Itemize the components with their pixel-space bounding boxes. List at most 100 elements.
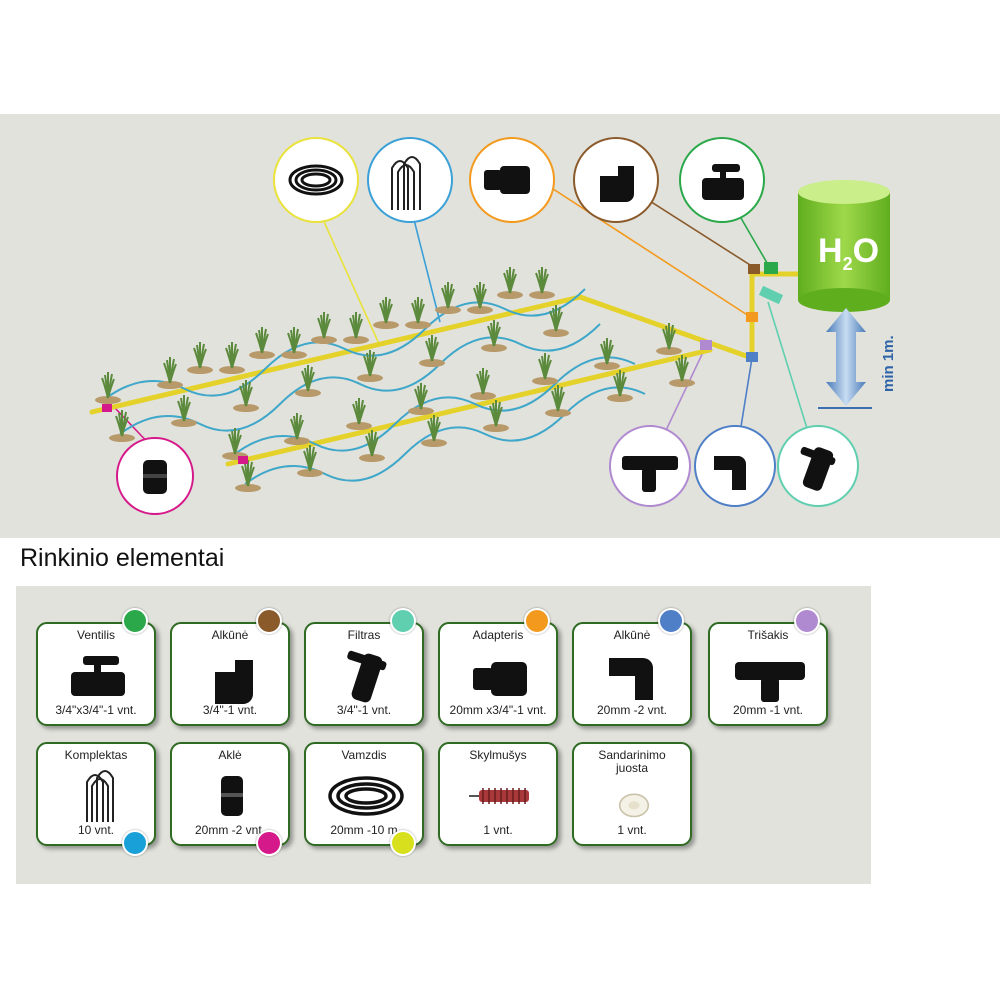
adapter-icon <box>484 166 530 194</box>
element-name: Trišakis <box>747 628 789 642</box>
element-name: Alkūnė <box>211 628 249 642</box>
plant <box>284 413 310 445</box>
element-card: Aklė 20mm -2 vnt. <box>170 742 290 846</box>
callout-elbow-compression <box>694 425 776 507</box>
color-marker-yellow <box>390 830 416 856</box>
callout-adapter <box>469 137 555 223</box>
adapter-icon <box>473 662 527 696</box>
callout-elbow-threaded <box>573 137 659 223</box>
element-card: Skylmušys 1 vnt. <box>438 742 558 846</box>
stake-set-icon <box>86 770 114 822</box>
plant <box>656 323 682 355</box>
element-card: Adapteris 20mm x3/4"-1 vnt. <box>438 622 558 726</box>
tank-label: H2O <box>818 232 879 274</box>
element-card: Sandarinimo juosta 1 vnt. <box>572 742 692 846</box>
end-cap-icon <box>143 460 167 494</box>
element-name: Skylmušys <box>469 748 527 762</box>
callout-hose <box>273 137 359 223</box>
plant <box>435 282 461 314</box>
color-marker-blue <box>658 608 684 634</box>
section-title: Rinkinio elementai <box>20 544 225 572</box>
plant <box>343 312 369 344</box>
valve-icon <box>71 656 125 696</box>
plant <box>532 353 558 385</box>
plant <box>470 368 496 400</box>
plant <box>219 342 245 374</box>
tee-icon <box>735 662 805 702</box>
element-name: Vamzdis <box>341 748 387 762</box>
elbow-compression-icon <box>714 456 746 490</box>
element-name: Aklė <box>218 748 242 762</box>
plant <box>669 355 695 387</box>
elbow-compression-icon <box>609 658 653 700</box>
element-name: Adapteris <box>472 628 524 642</box>
element-card: Filtras 3/4"-1 vnt. <box>304 622 424 726</box>
plant <box>297 445 323 477</box>
irrigation-diagram: H2O min 1m. <box>0 114 1000 538</box>
end-cap-icon <box>221 776 243 816</box>
plant <box>311 312 337 344</box>
hole-punch-icon <box>469 788 529 804</box>
element-quantity: 20mm -2 vnt. <box>596 703 668 717</box>
callout-tee <box>609 425 691 507</box>
plant <box>346 398 372 430</box>
plant <box>405 297 431 329</box>
callout-end-cap <box>116 437 194 515</box>
plant <box>109 410 135 442</box>
hose-coil-icon <box>328 776 404 816</box>
plant <box>545 385 571 417</box>
elbow-threaded-icon <box>215 660 253 704</box>
height-arrow: min 1m. <box>818 308 897 409</box>
tee-icon <box>622 456 678 492</box>
color-marker-cyan <box>122 830 148 856</box>
element-name: Ventilis <box>76 628 116 642</box>
plant <box>95 372 121 404</box>
color-marker-teal <box>390 608 416 634</box>
plant <box>249 327 275 359</box>
stake-set-icon <box>391 156 421 210</box>
plant <box>187 342 213 374</box>
element-quantity: 20mm x3/4"-1 vnt. <box>449 703 547 717</box>
plant <box>408 383 434 415</box>
plant <box>359 430 385 462</box>
plant <box>281 327 307 359</box>
color-marker-purple <box>794 608 820 634</box>
callout-stakes <box>367 137 453 223</box>
plant <box>373 297 399 329</box>
plant <box>171 395 197 427</box>
element-quantity: 20mm -10 m <box>330 823 398 837</box>
filter-icon <box>347 650 387 703</box>
element-name: Sandarinimo juosta <box>598 748 666 775</box>
plant <box>467 282 493 314</box>
element-card: Ventilis 3/4"x3/4"-1 vnt. <box>36 622 156 726</box>
plant <box>481 320 507 352</box>
plant <box>157 357 183 389</box>
element-quantity: 3/4"x3/4"-1 vnt. <box>55 703 137 717</box>
plant <box>419 335 445 367</box>
color-marker-orange <box>524 608 550 634</box>
callout-filter <box>777 425 859 507</box>
plant <box>529 267 555 299</box>
plant <box>594 338 620 370</box>
element-quantity: 1 vnt. <box>617 823 647 837</box>
element-name: Filtras <box>347 628 381 642</box>
filter-icon <box>800 446 836 491</box>
color-marker-magenta <box>256 830 282 856</box>
plant <box>421 415 447 447</box>
seal-tape-icon <box>618 793 650 818</box>
color-marker-brown <box>256 608 282 634</box>
element-quantity: 3/4"-1 vnt. <box>336 703 392 717</box>
element-quantity: 1 vnt. <box>483 823 513 837</box>
color-marker-green <box>122 608 148 634</box>
hose-coil-icon <box>288 164 344 196</box>
water-tank: H2O <box>798 180 890 312</box>
plant <box>483 400 509 432</box>
element-quantity: 20mm -2 vnt. <box>194 823 266 837</box>
fittings <box>102 262 784 464</box>
plant <box>235 460 261 492</box>
valve-icon <box>702 164 744 200</box>
